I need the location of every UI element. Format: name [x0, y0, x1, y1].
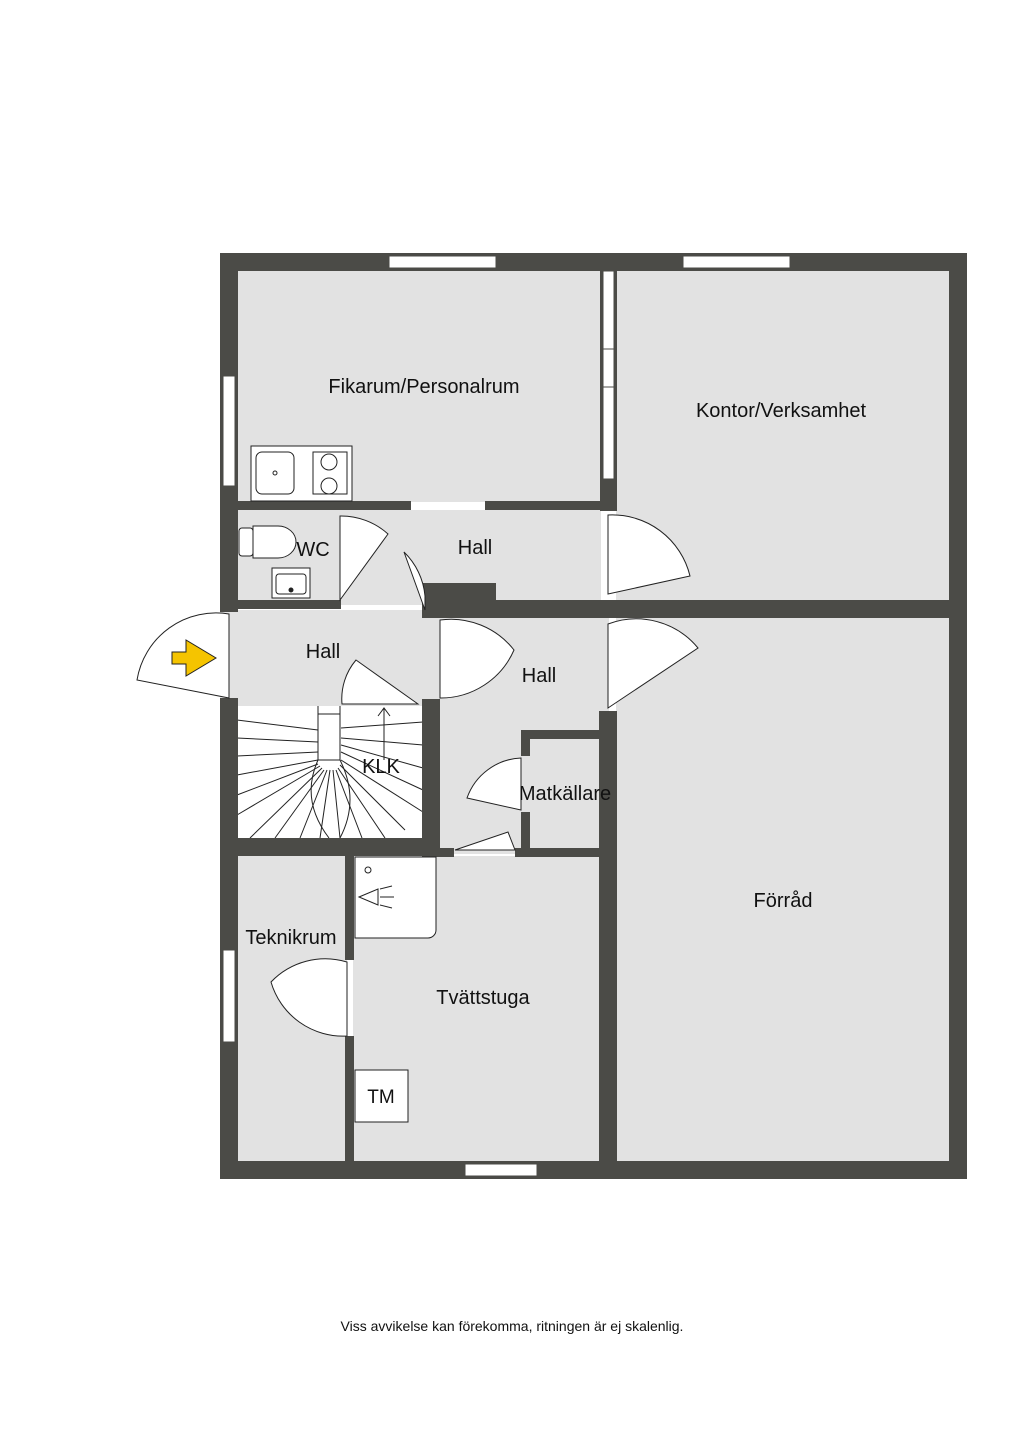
windows — [222, 255, 791, 1177]
door-wc[interactable] — [339, 515, 389, 602]
window-left-top — [222, 375, 236, 487]
fixtures — [238, 445, 437, 1123]
room-labels: Fikarum/Personalrum Kontor/Verksamhet WC… — [245, 376, 866, 1108]
stove-icon — [312, 451, 348, 495]
label-teknikrum: Teknikrum — [245, 927, 336, 949]
disclaimer-text: Viss avvikelse kan förekomma, ritningen … — [340, 1318, 684, 1334]
wall-top — [220, 253, 967, 271]
stair-area — [236, 706, 424, 839]
entrance-arrow-icon — [171, 639, 217, 677]
wall-right — [949, 253, 967, 1179]
walls — [220, 253, 967, 1179]
label-forrad: Förråd — [754, 890, 813, 912]
door-forrad[interactable] — [607, 618, 699, 709]
wall-matkallare-bottom — [515, 848, 615, 857]
wall-matkallare-left — [521, 730, 530, 756]
wall-kontor-forrad — [422, 600, 967, 618]
wall-tek-tvatt-top — [345, 848, 354, 960]
label-stairs: KLK — [362, 756, 400, 778]
window-fika — [388, 255, 497, 269]
door-hall-middle[interactable] — [439, 618, 515, 699]
toilet-icon — [238, 525, 297, 559]
shower-icon — [354, 856, 437, 939]
door-matkallare[interactable] — [466, 757, 522, 811]
wall-tek-tvatt-bottom — [345, 1036, 354, 1166]
window-divider — [602, 270, 615, 350]
door-teknikrum[interactable] — [270, 958, 348, 1037]
label-hall-entry: Hall — [306, 641, 340, 663]
door-hall-upper[interactable] — [403, 551, 426, 611]
door-kontor[interactable] — [607, 514, 691, 595]
label-hall-middle: Hall — [522, 665, 556, 687]
window-divider-2 — [602, 348, 615, 388]
kitchen-sink-icon — [255, 451, 295, 495]
wall-forrad-left — [599, 711, 617, 1179]
window-kontor — [682, 255, 791, 269]
wall-hall-laundry — [440, 848, 454, 857]
washbasin-icon — [271, 567, 311, 599]
label-kontor: Kontor/Verksamhet — [696, 400, 867, 422]
label-wc: WC — [296, 539, 329, 561]
label-matkallare: Matkällare — [519, 783, 611, 805]
floor-areas — [229, 270, 958, 1169]
door-stairs[interactable] — [341, 659, 420, 705]
doors — [136, 514, 699, 1037]
kitchenette — [250, 445, 353, 502]
wall-fika-hall-left — [237, 501, 411, 510]
window-divider-3 — [602, 386, 615, 480]
wall-hall-stub — [422, 583, 496, 603]
stair-direction-arrow-icon — [377, 707, 391, 760]
wall-bottom — [220, 1161, 967, 1179]
wall-stair-bottom — [220, 838, 440, 856]
wall-hall-forrad — [599, 600, 617, 618]
label-fikarum: Fikarum/Personalrum — [328, 376, 519, 398]
wall-matkallare-top — [521, 730, 599, 739]
door-tvattstuga[interactable] — [454, 831, 516, 851]
wall-fika-hall-right — [485, 501, 601, 510]
label-tumble-dryer: TM — [367, 1087, 394, 1108]
label-hall-upper: Hall — [458, 537, 492, 559]
label-tvattstuga: Tvättstuga — [436, 987, 530, 1009]
window-teknikrum — [222, 949, 236, 1043]
window-tvattstuga — [464, 1163, 538, 1177]
wall-stair-right — [422, 699, 440, 857]
wall-matkallare-left-low — [521, 812, 530, 857]
floor-forrad — [616, 617, 958, 1169]
floor-matkallare — [529, 738, 599, 848]
tumble-dryer — [354, 1069, 409, 1123]
wall-wc-bottom — [237, 600, 341, 609]
